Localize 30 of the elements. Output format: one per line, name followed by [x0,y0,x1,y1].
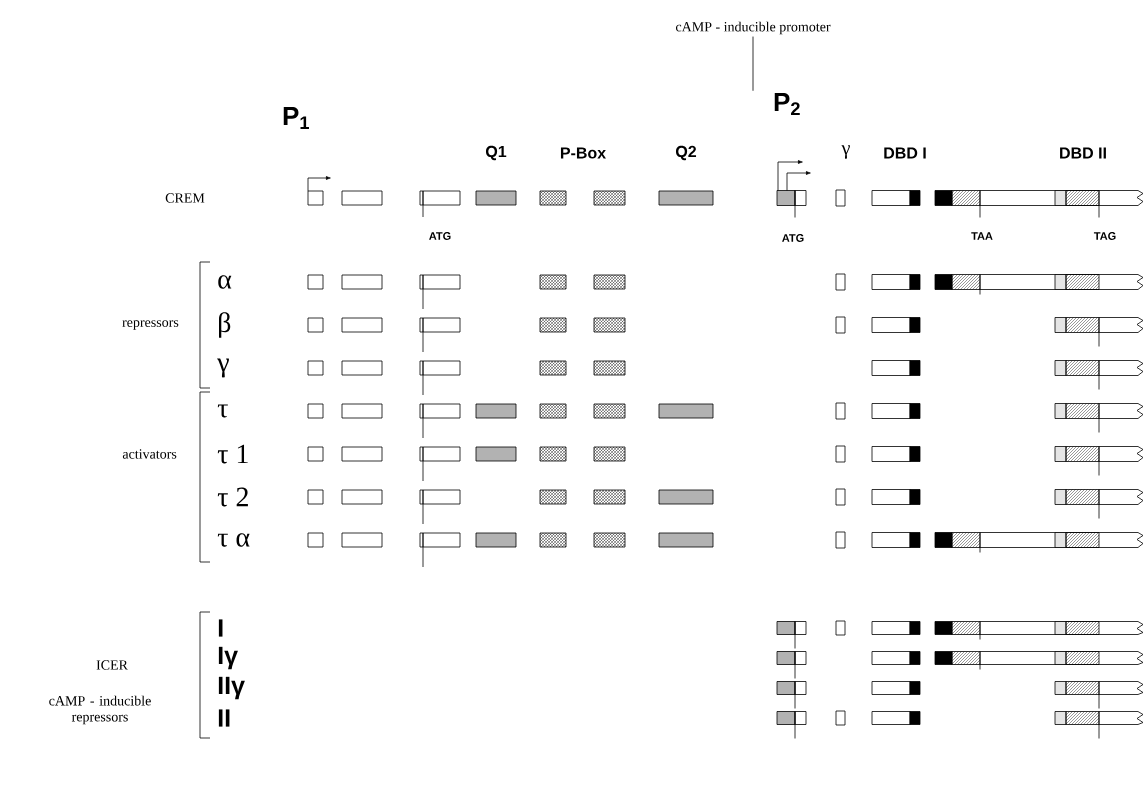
leader-line [752,36,754,92]
group-label: cAMP - inducible repressors [49,695,151,725]
group-label: ICER [96,660,128,670]
codon-label: TAG [1093,232,1116,240]
isoform-label: τ α [217,533,250,547]
isoform-label: α [218,275,232,289]
group-label: repressors [122,320,179,330]
isoform-label: β [219,312,231,338]
isoform-label: IIγ [218,676,245,700]
domain-label: DBD II [1060,147,1106,159]
domain-label: Q2 [676,145,697,161]
isoform-label: γ [217,358,229,378]
domain-label: Q1 [486,145,507,161]
codon-label: ATG [782,234,804,242]
isoform-label: I [218,619,223,637]
annotation-text: cAMP - inducible promoter [675,21,831,35]
isoform-label: Iγ [218,646,238,670]
domain-label: DBD I [884,147,926,159]
gene-label: CREM [165,193,205,203]
codon-label: TAA [971,232,993,240]
isoform-label: τ 1 [217,444,248,464]
promoter-label: P$_{1}$ [283,107,309,129]
promoter-label: P$_{2}$ [774,93,800,115]
isoform-label: τ 2 [217,487,248,507]
isoform-label: II [218,709,230,727]
domain-label: P-Box [560,147,606,159]
codon-label: ATG [429,232,451,240]
group-label: activators [122,449,177,459]
isoform-label: τ [217,404,228,418]
exon-label: γ [841,145,850,159]
